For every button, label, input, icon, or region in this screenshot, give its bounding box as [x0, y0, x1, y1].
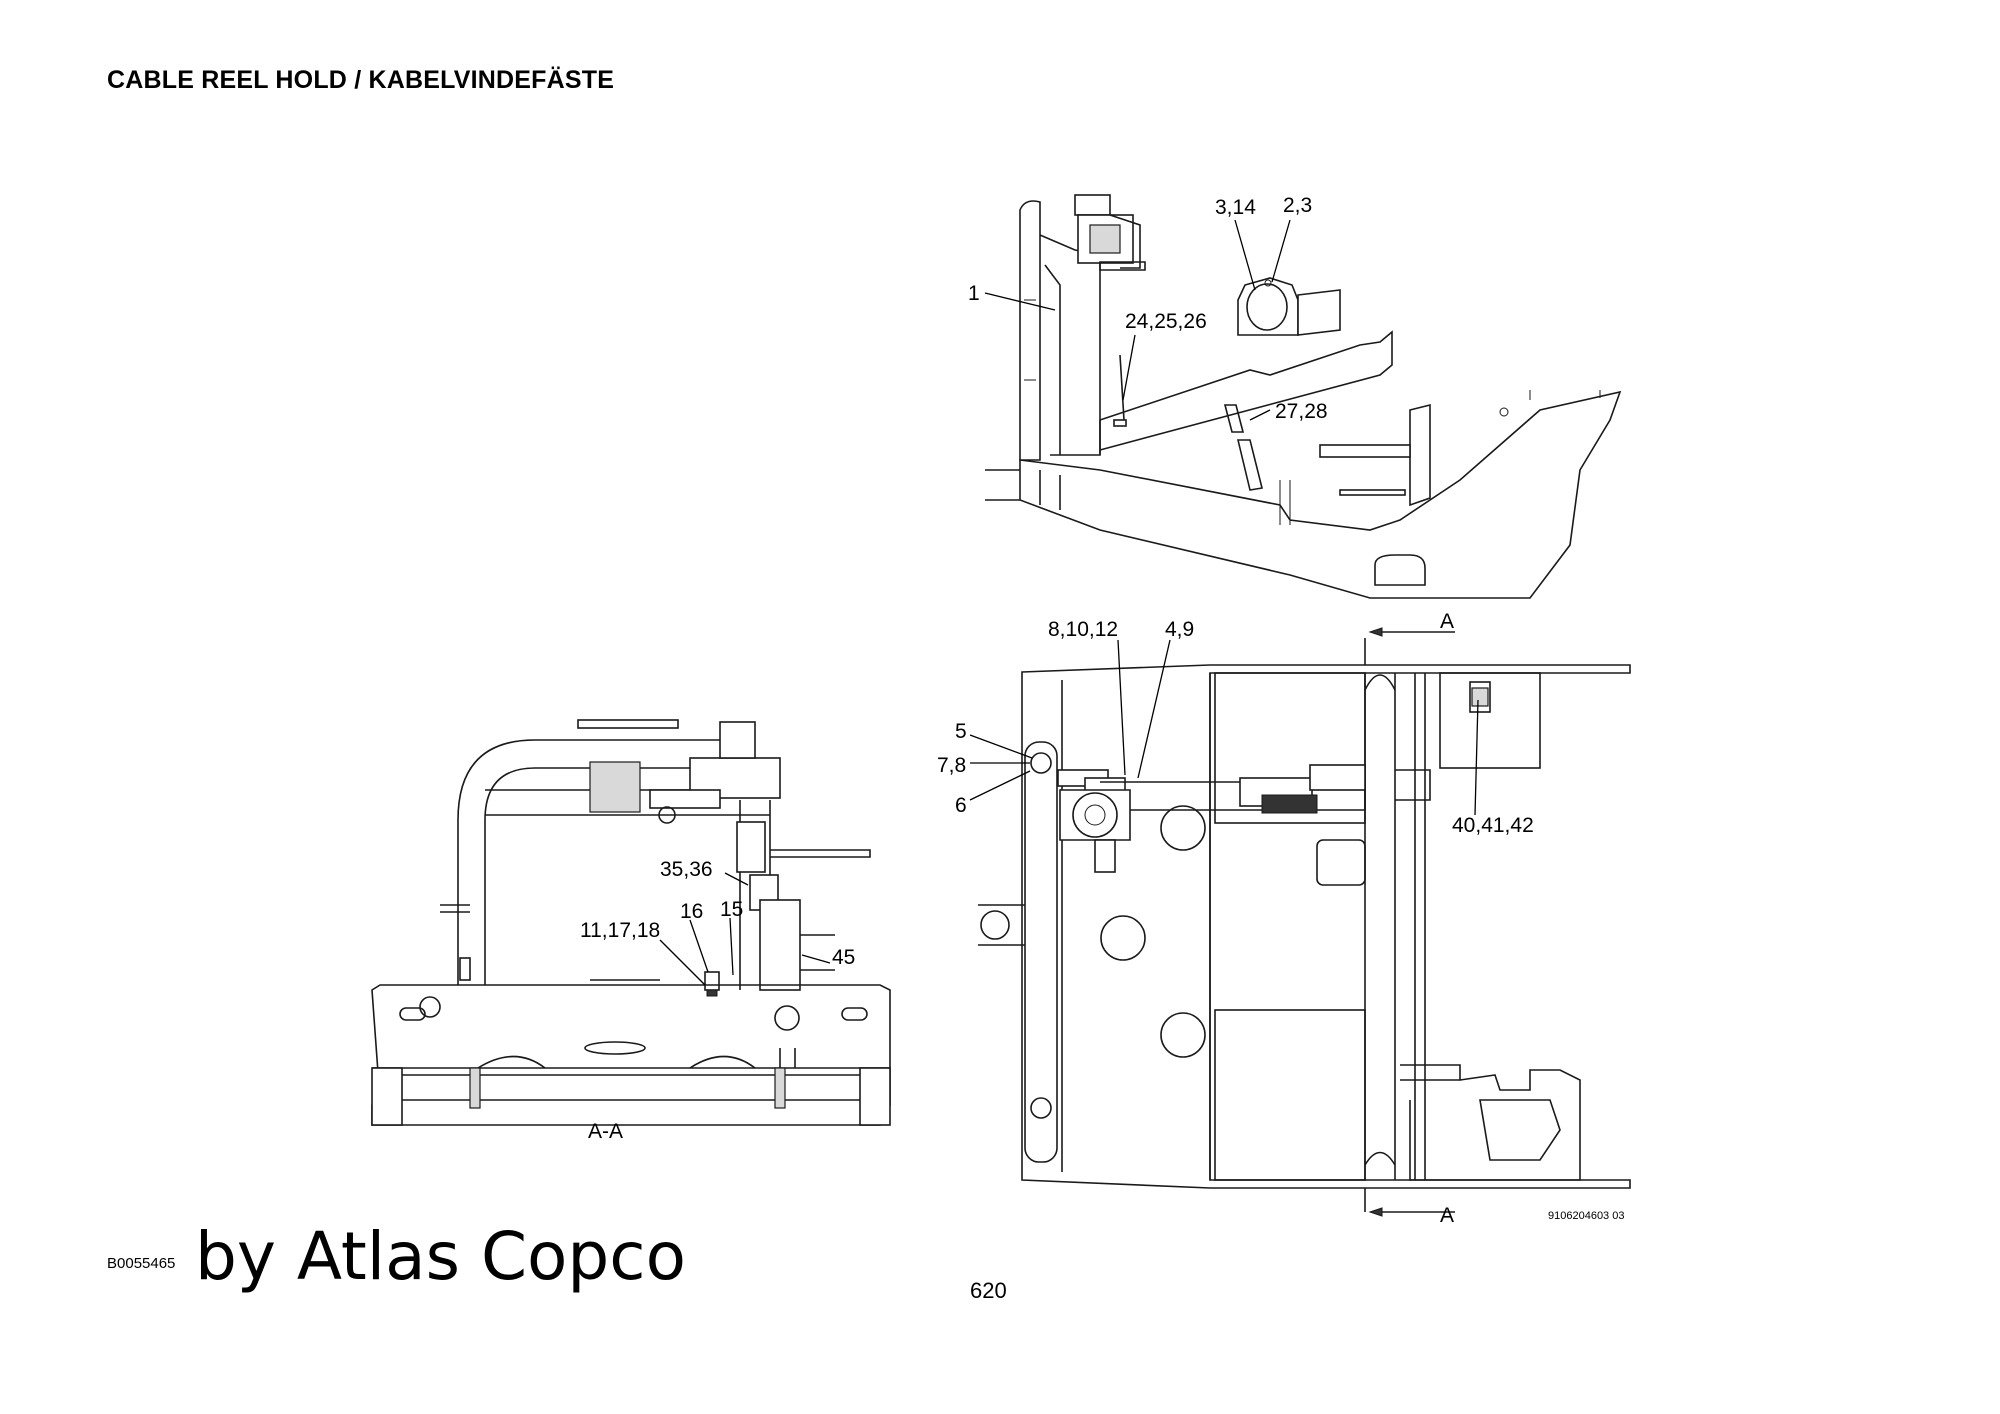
page-number: 620 — [970, 1278, 1007, 1303]
callout-plan-8-10-12: 8,10,12 — [1048, 618, 1118, 641]
callout-section-15: 15 — [720, 898, 743, 921]
drawing-number: 9106204603 03 — [1548, 1210, 1625, 1222]
callout-top-2-3: 2,3 — [1283, 194, 1312, 217]
callout-plan-7-8: 7,8 — [937, 754, 966, 777]
callout-plan-40-41-42: 40,41,42 — [1452, 814, 1534, 837]
page-title: CABLE REEL HOLD / KABELVINDEFÄSTE — [107, 66, 615, 94]
callout-plan-5: 5 — [955, 720, 967, 743]
callout-plan-6: 6 — [955, 794, 967, 817]
leader-lines — [659, 219, 1479, 986]
section-marker-bottom: A — [1440, 1204, 1454, 1227]
plan-view-drawing — [978, 627, 1631, 1217]
watermark-text: by Atlas Copco — [195, 1218, 686, 1295]
callout-top-24-25-26: 24,25,26 — [1125, 310, 1207, 333]
callout-labels: 3,14 2,3 1 24,25,26 27,28 8,10,12 4,9 5 … — [580, 194, 1534, 1227]
section-aa-drawing — [371, 719, 891, 1126]
callout-section-16: 16 — [680, 900, 703, 923]
top-view-drawing — [985, 194, 1622, 599]
callout-section-35-36: 35,36 — [660, 858, 713, 881]
callout-top-27-28: 27,28 — [1275, 400, 1328, 423]
callout-section-11-17-18: 11,17,18 — [580, 919, 660, 942]
callout-top-3-14: 3,14 — [1215, 196, 1256, 219]
document-id: B0055465 — [107, 1255, 176, 1272]
section-marker-top: A — [1440, 610, 1454, 633]
callout-plan-4-9: 4,9 — [1165, 618, 1194, 641]
callout-section-45: 45 — [832, 946, 855, 969]
section-label: A-A — [588, 1120, 623, 1143]
callout-top-1: 1 — [968, 282, 980, 305]
